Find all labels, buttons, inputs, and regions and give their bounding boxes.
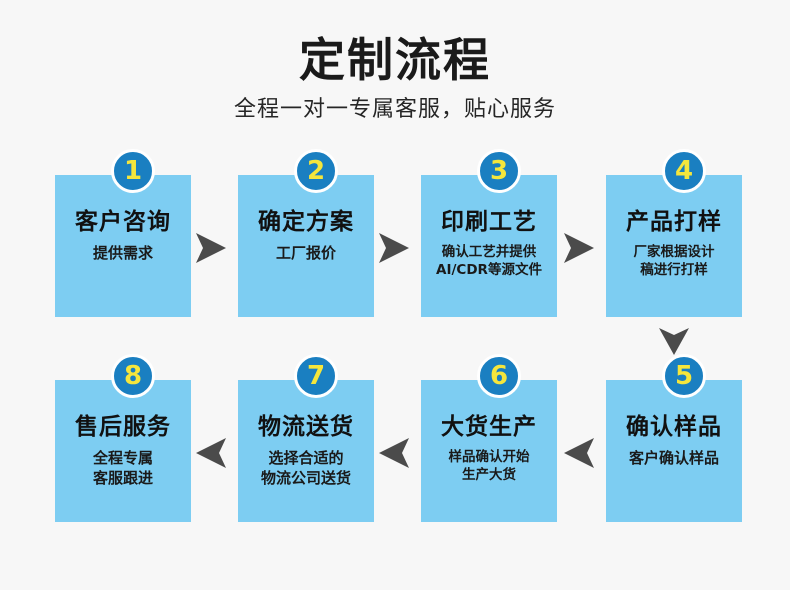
step-desc-line2-4: 稿进行打样 [640,262,708,279]
step-desc-line1-3: 确认工艺并提供 [441,244,537,261]
step-title-2: 确定方案 [258,209,354,235]
step-title-7: 物流送货 [258,414,354,440]
arrow-down-icon [657,326,691,360]
step-box-7[interactable]: 7 物流送货 选择合适的 物流公司送货 [238,354,374,522]
step-box-6[interactable]: 6 大货生产 样品确认开始 生产大货 [421,354,557,522]
header: 定制流程 全程一对一专属客服，贴心服务 [0,0,790,122]
step-title-6: 大货生产 [441,414,537,440]
flow-row-bottom: 8 售后服务 全程专属 客服跟进 7 物流送货 选择合适的 物流公司送货 [0,354,790,530]
step-desc-4: 厂家根据设计 稿进行打样 [606,244,742,280]
step-number-badge-5: 5 [662,354,706,398]
step-desc-7: 选择合适的 物流公司送货 [238,449,374,489]
step-box-1[interactable]: 1 客户咨询 提供需求 [55,149,191,317]
step-title-3: 印刷工艺 [441,209,537,235]
flow-row-top: 1 客户咨询 提供需求 2 确定方案 工厂报价 [0,149,790,325]
step-desc-5: 客户确认样品 [606,449,742,469]
step-desc-3: 确认工艺并提供 AI/CDR等源文件 [421,244,557,280]
arrow-left-icon-2 [375,436,413,470]
arrow-right-icon-2 [375,231,413,265]
step-desc-line1-5: 客户确认样品 [628,449,719,468]
step-title-8: 售后服务 [75,414,171,440]
step-number-badge-7: 7 [294,354,338,398]
step-desc-line2-3: AI/CDR等源文件 [436,262,542,279]
step-number-badge-3: 3 [477,149,521,193]
step-number-badge-2: 2 [294,149,338,193]
step-desc-line1-7: 选择合适的 [268,449,344,468]
step-title-5: 确认样品 [626,414,722,440]
page-title: 定制流程 [299,33,491,87]
step-desc-8: 全程专属 客服跟进 [55,449,191,489]
step-desc-line2-8: 客服跟进 [92,469,153,488]
arrow-right-icon-3 [560,231,598,265]
arrow-right-icon-1 [192,231,230,265]
step-desc-line2-7: 物流公司送货 [260,469,351,488]
step-box-3[interactable]: 3 印刷工艺 确认工艺并提供 AI/CDR等源文件 [421,149,557,317]
step-number-badge-8: 8 [111,354,155,398]
step-box-4[interactable]: 4 产品打样 厂家根据设计 稿进行打样 [606,149,742,317]
step-number-badge-4: 4 [662,149,706,193]
step-desc-2: 工厂报价 [238,244,374,264]
page-subtitle: 全程一对一专属客服，贴心服务 [233,96,556,122]
step-desc-6: 样品确认开始 生产大货 [421,449,557,485]
step-box-2[interactable]: 2 确定方案 工厂报价 [238,149,374,317]
step-number-badge-1: 1 [111,149,155,193]
arrow-left-icon-3 [560,436,598,470]
step-box-8[interactable]: 8 售后服务 全程专属 客服跟进 [55,354,191,522]
step-desc-line1-4: 厂家根据设计 [633,244,715,261]
step-desc-line1-2: 工厂报价 [275,244,336,263]
arrow-left-icon-1 [192,436,230,470]
step-number-badge-6: 6 [477,354,521,398]
step-desc-line2-6: 生产大货 [462,467,516,484]
step-desc-line1-8: 全程专属 [92,449,153,468]
step-desc-line1-6: 样品确认开始 [448,449,530,466]
step-title-4: 产品打样 [626,209,722,235]
step-title-1: 客户咨询 [75,209,171,235]
step-desc-line1-1: 提供需求 [92,244,153,263]
step-desc-1: 提供需求 [55,244,191,264]
step-box-5[interactable]: 5 确认样品 客户确认样品 [606,354,742,522]
